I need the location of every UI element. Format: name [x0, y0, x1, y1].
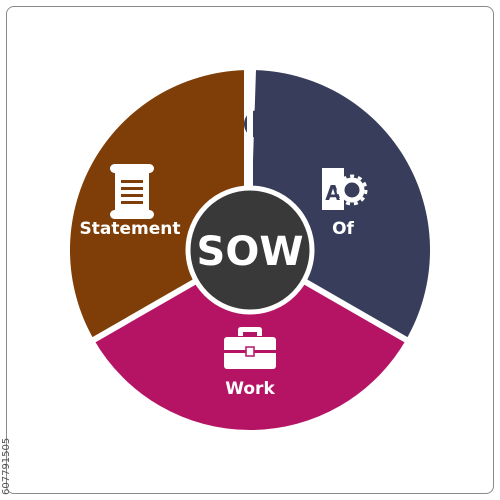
scroll-document-icon: [110, 164, 154, 219]
segment-statement-knob: [118, 286, 146, 314]
stock-image-id: 607791505: [1, 437, 12, 495]
center-circle: [185, 185, 315, 315]
svg-text:A: A: [325, 181, 341, 205]
segment-of-label: Of: [332, 219, 354, 239]
segment-statement-label: Statement: [80, 219, 181, 239]
document-gear-icon: A: [322, 168, 368, 210]
briefcase-icon: [224, 327, 276, 369]
center-label: SOW: [197, 229, 304, 275]
segment-work-label: Work: [225, 379, 275, 399]
